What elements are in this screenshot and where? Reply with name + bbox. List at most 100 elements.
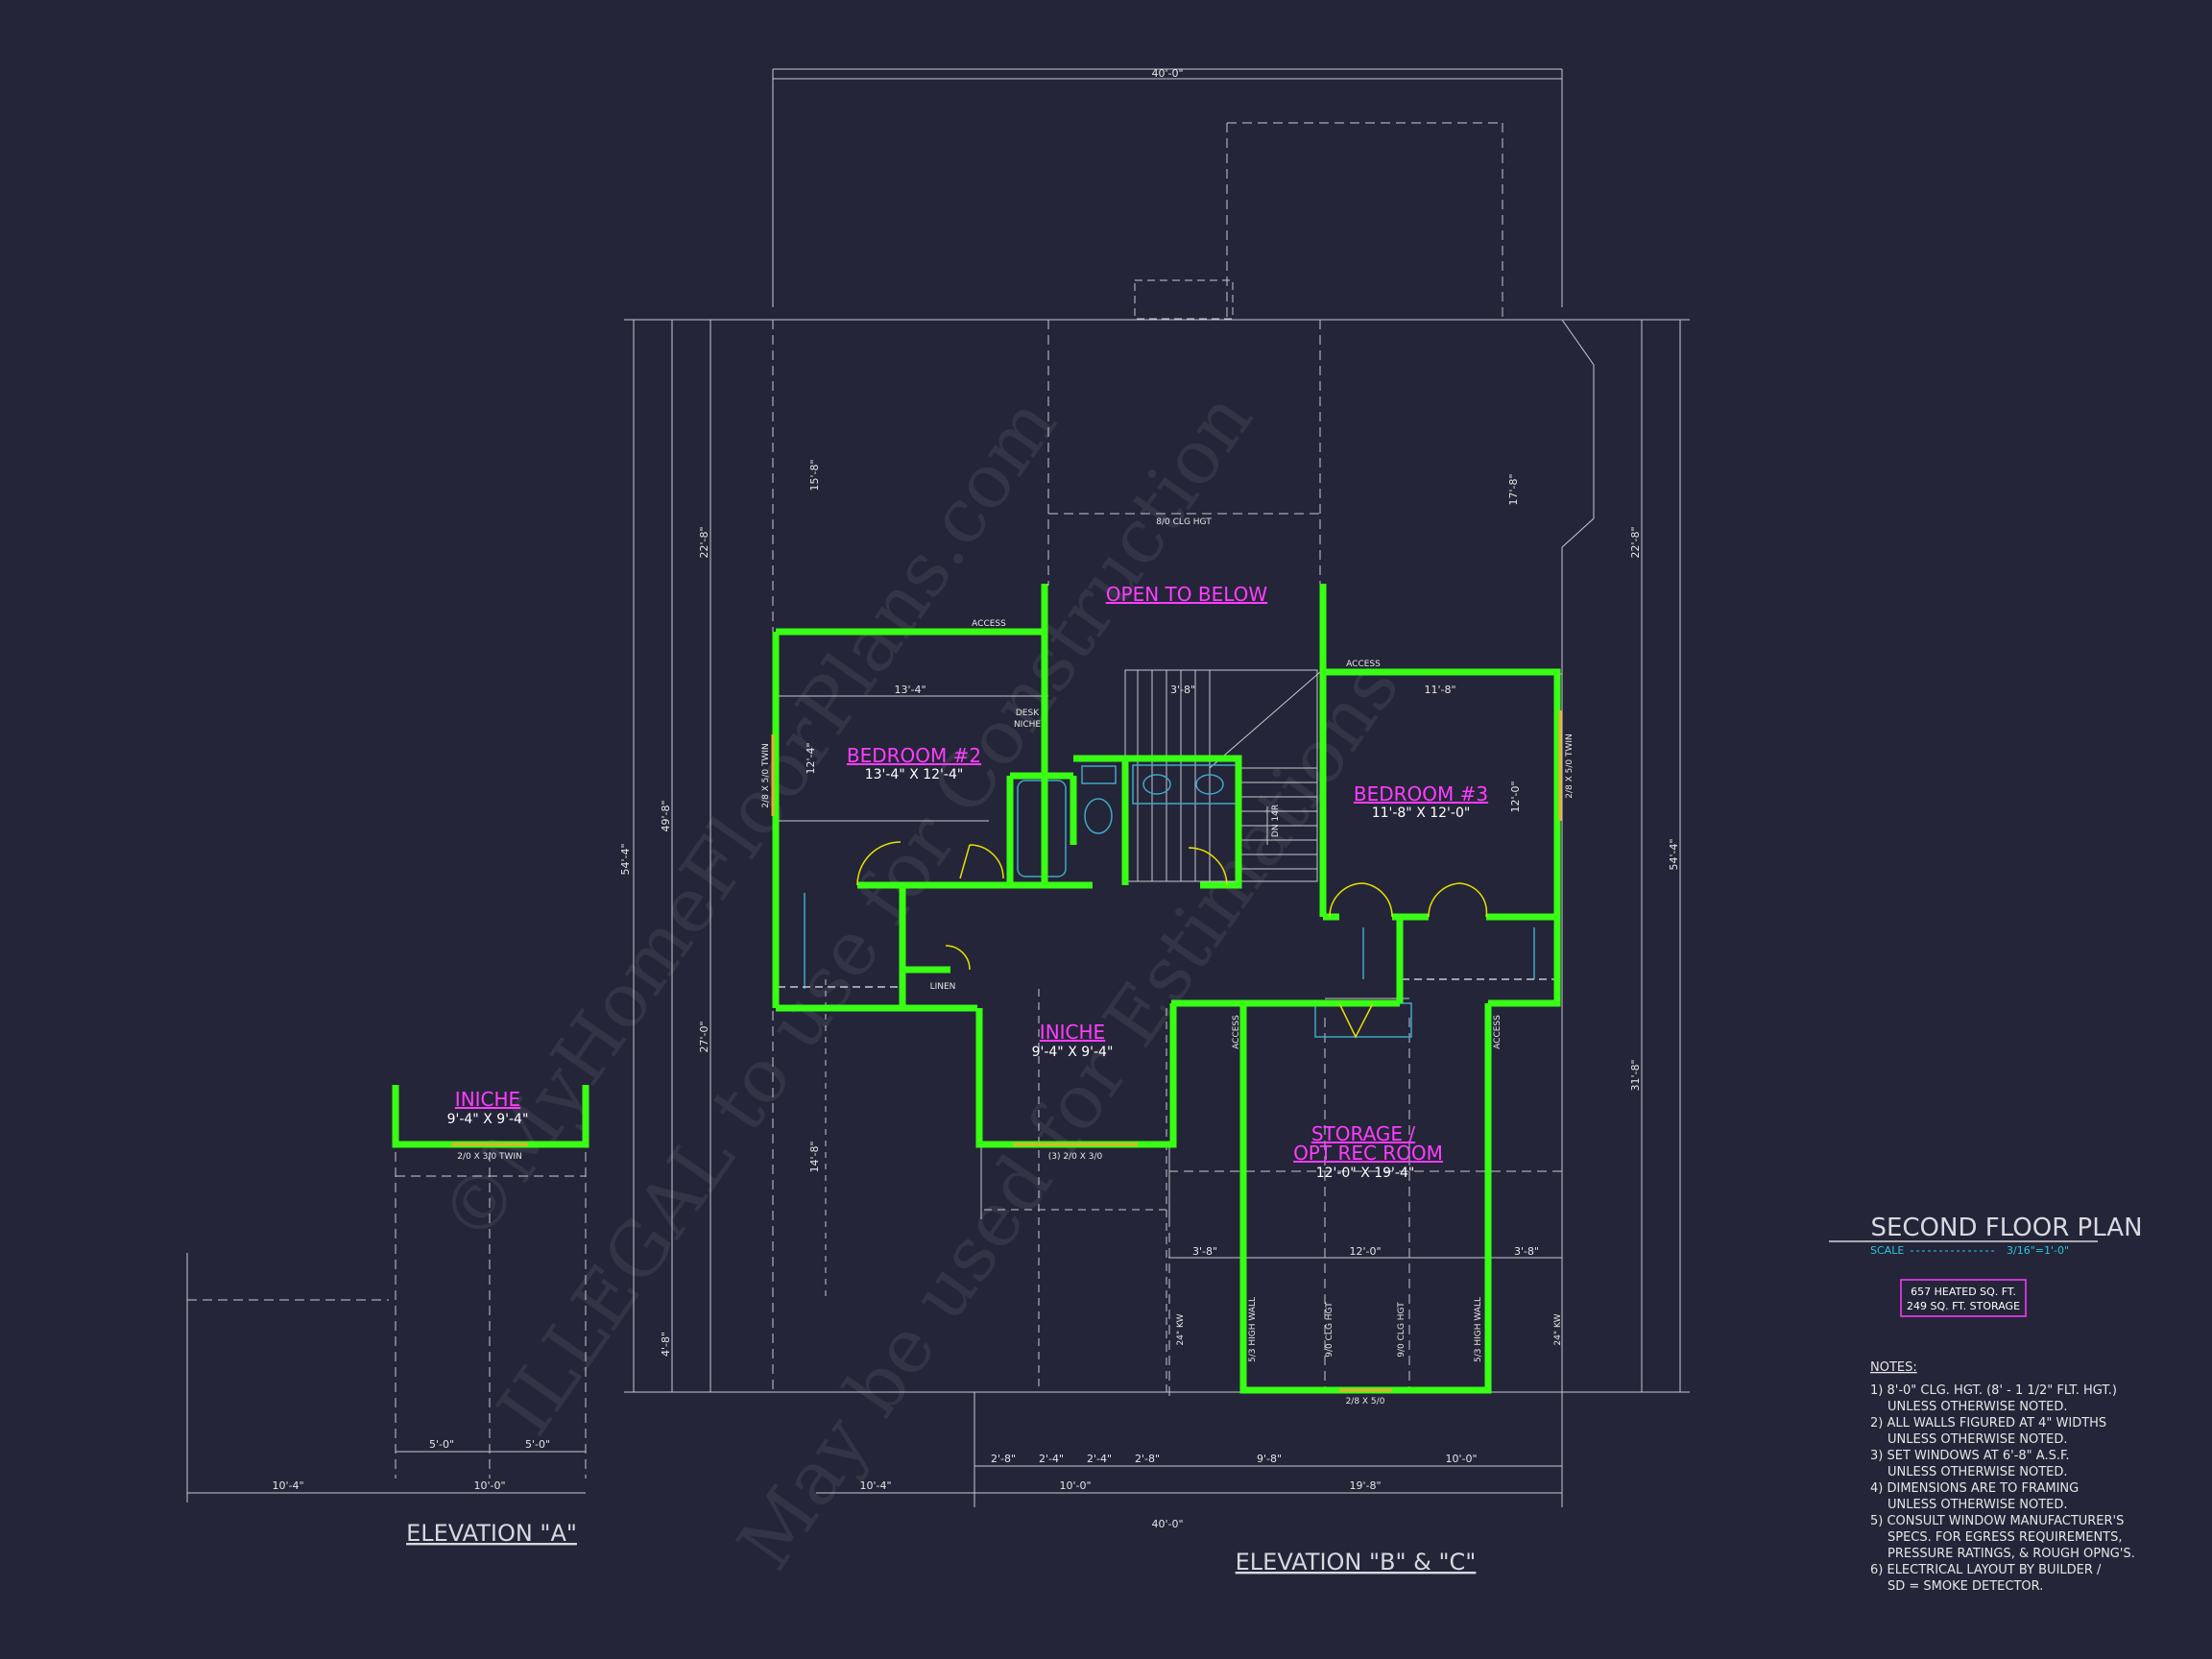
dim-row2-2: 19'-8" <box>1349 1479 1381 1492</box>
dim-row2-0: 10'-4" <box>859 1479 891 1492</box>
dim-left-22: 22'-8" <box>698 526 710 558</box>
area-heated: 657 HEATED SQ. FT. <box>1911 1286 2016 1298</box>
dim-15: 15'-8" <box>808 459 821 491</box>
windows <box>451 710 1562 1392</box>
window-elev-a-label: 2/0 X 3/0 TWIN <box>457 1152 522 1162</box>
dim-storage-0: 3'-8" <box>1192 1245 1217 1258</box>
dim-right-22: 22'-8" <box>1629 526 1642 558</box>
dim-bed3-h: 12'-0" <box>1509 781 1522 812</box>
dim-left-27: 27'-0" <box>698 1021 710 1052</box>
open-to-below-label: OPEN TO BELOW <box>1106 583 1268 606</box>
dim-bed3-w: 11'-8" <box>1424 684 1455 696</box>
plan-title: SECOND FLOOR PLAN <box>1870 1214 2142 1242</box>
elev-a-niche-size: 9'-4" X 9'-4" <box>447 1112 529 1127</box>
note-line-3: UNLESS OTHERWISE NOTED. <box>1887 1432 2068 1447</box>
dim-left-total: 54'-4" <box>619 843 632 875</box>
note-line-8: 5) CONSULT WINDOW MANUFACTURER'S <box>1870 1514 2124 1528</box>
dim-14: 14'-8" <box>808 1141 821 1172</box>
desk-niche-label-2: NICHE <box>1014 720 1041 730</box>
clg-9-right-label: 9/0 CLG HGT <box>1397 1302 1407 1358</box>
access-label-1: ACCESS <box>972 619 1006 629</box>
elev-a-niche-name: INICHE <box>455 1088 520 1111</box>
knee-wall-right-label: 24" KW <box>1553 1313 1563 1345</box>
access-label-3: ACCESS <box>1232 1015 1241 1049</box>
access-label-4: ACCESS <box>1493 1015 1503 1049</box>
high-wall-right-label: 5/3 HIGH WALL <box>1474 1297 1483 1362</box>
niche-name: INICHE <box>1040 1021 1105 1044</box>
storage-name-2: OPT REC ROOM <box>1293 1142 1443 1165</box>
dim-top: 40'-0" <box>1151 67 1183 80</box>
dim-stair: 3'-8" <box>1170 684 1195 696</box>
note-line-0: 1) 8'-0" CLG. HGT. (8' - 1 1/2" FLT. HGT… <box>1870 1383 2117 1398</box>
note-line-1: UNLESS OTHERWISE NOTED. <box>1887 1400 2068 1414</box>
notes-block: NOTES: 1) 8'-0" CLG. HGT. (8' - 1 1/2" F… <box>1870 1360 2135 1594</box>
closet-shelves <box>778 978 1555 988</box>
dim-bed2-h: 12'-4" <box>805 742 817 774</box>
small-labels: ACCESS ACCESS ACCESS ACCESS 8/0 CLG HGT … <box>457 517 1575 1407</box>
dim-bed2-w: 13'-4" <box>894 684 926 696</box>
dim-storage-1: 12'-0" <box>1349 1245 1381 1258</box>
room-labels: OPEN TO BELOW BEDROOM #2 13'-4" X 12'-4"… <box>447 583 1489 1181</box>
dimension-lines <box>187 78 1681 1494</box>
dim-elev-a-row2-0: 10'-4" <box>272 1479 303 1492</box>
dim-elev-a-row1-1: 5'-0" <box>525 1438 550 1451</box>
dim-row1-2: 2'-4" <box>1087 1453 1112 1465</box>
notes-header: NOTES: <box>1870 1360 1917 1375</box>
window-niche-label: (3) 2/0 X 3/0 <box>1048 1152 1103 1162</box>
clg-9-left-label: 9/0 CLG HGT <box>1325 1302 1334 1358</box>
bedroom2-name: BEDROOM #2 <box>847 744 981 767</box>
dim-row1-5: 10'-0" <box>1445 1453 1477 1465</box>
dim-bottom: 40'-0" <box>1151 1518 1183 1530</box>
dim-right-31: 31'-8" <box>1629 1059 1642 1091</box>
window-bed3-label: 2/8 X 5/0 TWIN <box>1565 733 1575 799</box>
dim-storage-2: 3'-8" <box>1514 1245 1539 1258</box>
bedroom3-size: 11'-8" X 12'-0" <box>1372 805 1471 821</box>
note-line-10: PRESSURE RATINGS, & ROUGH OPNG'S. <box>1887 1547 2135 1561</box>
door-swings <box>856 841 1488 1039</box>
dim-row1-0: 2'-8" <box>991 1453 1016 1465</box>
area-box <box>1900 1279 2027 1317</box>
linen-label: LINEN <box>930 982 956 992</box>
knee-wall-left-label: 24" KW <box>1176 1313 1186 1345</box>
note-line-2: 2) ALL WALLS FIGURED AT 4" WIDTHS <box>1870 1416 2106 1431</box>
bedroom3-name: BEDROOM #3 <box>1354 782 1488 805</box>
scale-label: SCALE <box>1870 1244 1904 1257</box>
stair-dn-label: DN 14R <box>1271 805 1281 837</box>
high-wall-left-label: 5/3 HIGH WALL <box>1248 1297 1258 1362</box>
bedroom2-size: 13'-4" X 12'-4" <box>865 767 964 782</box>
note-line-5: UNLESS OTHERWISE NOTED. <box>1887 1465 2068 1479</box>
watermark: ©MyHomeFloorPlans.com ILLEGAL to use for… <box>424 377 1416 1585</box>
storage-name-1: STORAGE / <box>1311 1122 1416 1145</box>
note-line-6: 4) DIMENSIONS ARE TO FRAMING <box>1870 1481 2079 1496</box>
watermark-line-2: ILLEGAL to use for Construction <box>482 377 1269 1451</box>
niche-size: 9'-4" X 9'-4" <box>1032 1045 1114 1060</box>
dim-elev-a-row2-1: 10'-0" <box>473 1479 505 1492</box>
elevation-bc-title: ELEVATION "B" & "C" <box>1236 1549 1477 1575</box>
dim-left-49: 49'-8" <box>660 800 672 831</box>
dimension-labels: 40'-0" 40'-0" 54'-4" 49'-8" 22'-8" 27'-0… <box>272 67 1680 1530</box>
dim-17: 17'-8" <box>1507 473 1520 505</box>
title-block: SECOND FLOOR PLAN SCALE 3/16"=1'-0" 657 … <box>1829 1214 2143 1317</box>
dim-row1-1: 2'-4" <box>1039 1453 1064 1465</box>
roof-outline <box>186 68 1690 1507</box>
dim-row1-3: 2'-8" <box>1135 1453 1160 1465</box>
desk-niche-label-1: DESK <box>1016 709 1040 718</box>
dim-row1-4: 9'-8" <box>1257 1453 1282 1465</box>
note-line-7: UNLESS OTHERWISE NOTED. <box>1887 1498 2068 1512</box>
note-line-9: SPECS. FOR EGRESS REQUIREMENTS, <box>1887 1530 2123 1545</box>
clg-hgt-label: 8/0 CLG HGT <box>1156 517 1212 527</box>
note-line-4: 3) SET WINDOWS AT 6'-8" A.S.F. <box>1870 1449 2070 1463</box>
dim-right-total: 54'-4" <box>1668 838 1680 870</box>
note-line-11: 6) ELECTRICAL LAYOUT BY BUILDER / <box>1870 1563 2102 1577</box>
area-storage: 249 SQ. FT. STORAGE <box>1907 1300 2020 1312</box>
dim-left-4: 4'-8" <box>660 1332 672 1357</box>
window-bed2-label: 2/8 X 5/0 TWIN <box>761 743 771 808</box>
watermark-line-3: May be used for Estimations <box>722 645 1416 1585</box>
dim-elev-a-row1-0: 5'-0" <box>429 1438 454 1451</box>
note-line-12: SD = SMOKE DETECTOR. <box>1887 1579 2043 1594</box>
window-storage-label: 2/8 X 5/0 <box>1346 1397 1385 1407</box>
storage-size: 12'-0" X 19'-4" <box>1316 1166 1415 1181</box>
access-label-2: ACCESS <box>1346 660 1381 669</box>
